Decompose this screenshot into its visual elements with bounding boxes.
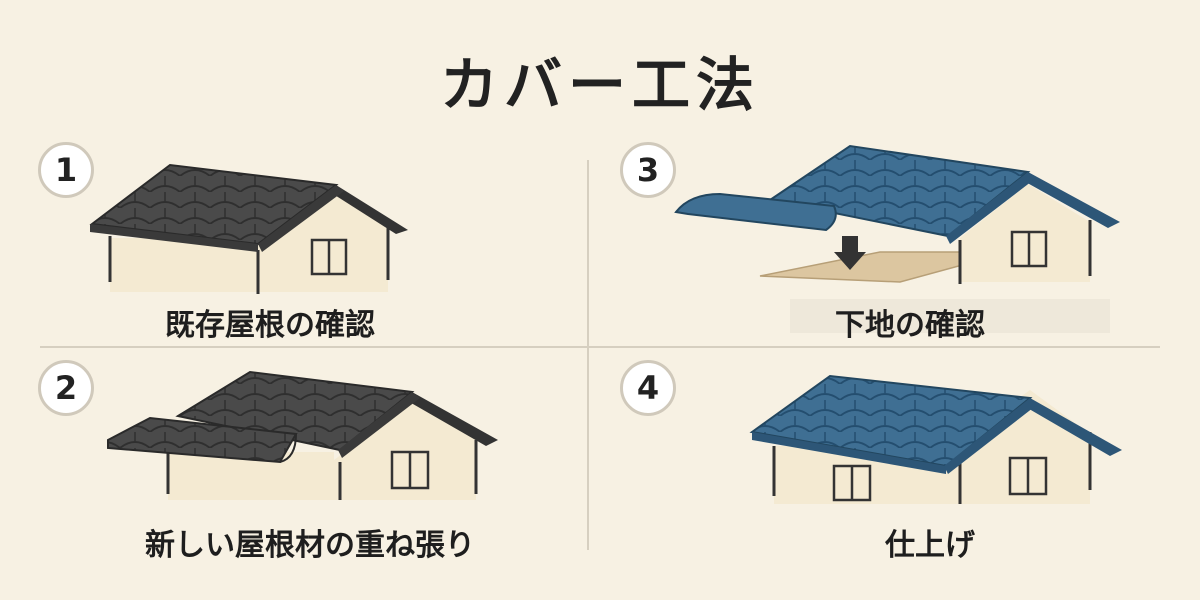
step-4-badge: 4 <box>620 360 676 416</box>
step-2-badge: 2 <box>38 360 94 416</box>
step-1-badge: 1 <box>38 142 94 198</box>
house-1 <box>89 163 408 294</box>
step-4-caption: 仕上げ <box>885 528 975 563</box>
step-3-badge: 3 <box>620 142 676 198</box>
window-icon <box>1010 230 1048 268</box>
window-icon <box>390 450 430 490</box>
new-roof-sheet <box>107 416 298 464</box>
page-title: カバー工法 <box>439 51 760 119</box>
step-1-caption: 既存屋根の確認 <box>165 308 375 343</box>
horizontal-divider <box>40 346 1160 348</box>
house-2 <box>107 370 498 500</box>
peeled-sheet <box>674 192 837 232</box>
house-4 <box>749 374 1122 504</box>
down-arrow-icon <box>834 236 866 270</box>
window-icon <box>832 464 872 502</box>
step-3-caption-band <box>790 299 1110 333</box>
step-3-caption: 下地の確認 <box>835 308 985 343</box>
window-icon <box>310 238 348 276</box>
vertical-divider <box>587 160 589 550</box>
window-icon <box>1008 456 1048 496</box>
step-2-caption: 新しい屋根材の重ね張り <box>145 528 475 563</box>
house-3 <box>674 144 1120 284</box>
